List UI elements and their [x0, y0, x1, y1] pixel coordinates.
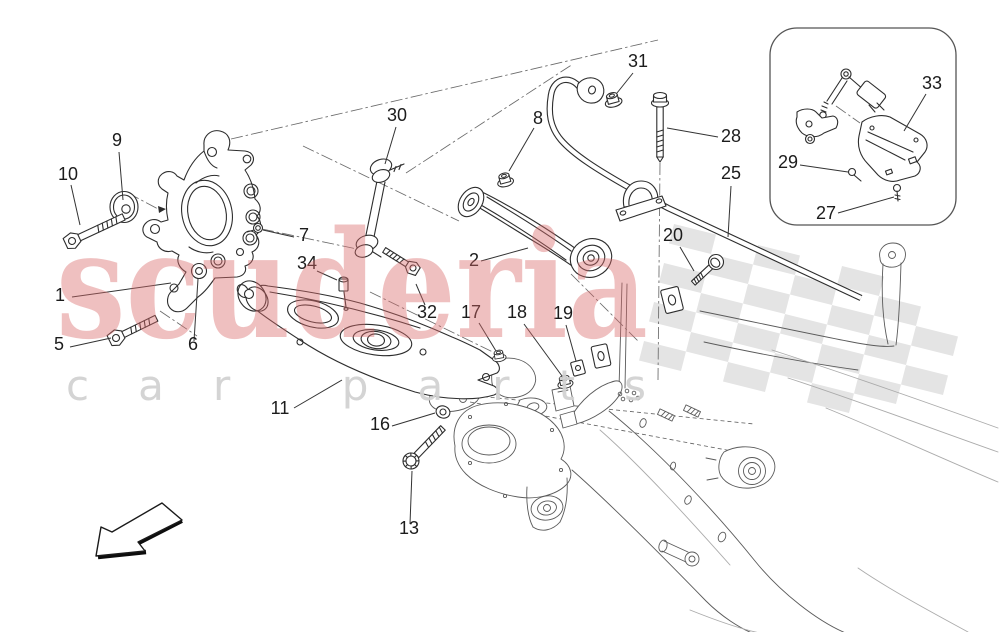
- callout-32: 32: [417, 302, 437, 322]
- leader-lines: [69, 72, 927, 525]
- bolt-20: [690, 253, 725, 286]
- callout-20: 20: [663, 225, 683, 245]
- nut-8: [497, 172, 515, 188]
- direction-arrow-icon: [95, 502, 183, 560]
- callout-2: 2: [469, 250, 479, 270]
- callout-9: 9: [112, 130, 122, 150]
- nut-31: [604, 92, 623, 108]
- washer-6: [190, 262, 208, 280]
- nut-18: [557, 374, 574, 389]
- bolt-32: [382, 247, 421, 276]
- callout-labels: 1 2 5 6 7 8 9 10 11 13 16 17 18 19 20 25…: [54, 51, 942, 538]
- checker-cell: [790, 275, 837, 305]
- square-plate-20: [660, 286, 684, 314]
- square-nut-19: [570, 359, 586, 377]
- part-bar-bushing-clamp: [615, 180, 667, 222]
- checkered-flag-pattern: [639, 224, 958, 413]
- callout-33: 33: [922, 73, 942, 93]
- square-plate-19: [590, 343, 612, 369]
- callout-1: 1: [55, 285, 65, 305]
- callout-28: 28: [721, 126, 741, 146]
- callout-6: 6: [188, 334, 198, 354]
- checker-cell: [733, 323, 780, 353]
- callout-10: 10: [58, 164, 78, 184]
- checker-cell: [864, 335, 911, 365]
- checker-cell: [827, 305, 874, 335]
- checker-cell: [780, 314, 827, 344]
- callout-34: 34: [297, 253, 317, 273]
- checker-cell: [723, 362, 770, 392]
- rear-subframe-drawing: [427, 242, 999, 632]
- callout-8: 8: [533, 108, 543, 128]
- callout-31: 31: [628, 51, 648, 71]
- bolt-7: [246, 222, 264, 234]
- checker-cell: [696, 293, 743, 323]
- watermark-tagline-text: car parts: [66, 361, 646, 410]
- part-lower-arm: [236, 280, 500, 400]
- callout-19: 19: [553, 303, 573, 323]
- callout-30: 30: [387, 105, 407, 125]
- part-upper-arm: [457, 186, 613, 278]
- bolt-13: [402, 425, 446, 470]
- checker-cell: [659, 263, 706, 293]
- checker-cell: [837, 266, 884, 296]
- sensor-inset-box: [769, 27, 957, 226]
- bolt-10: [62, 213, 126, 250]
- checker-cell: [911, 326, 958, 356]
- callout-5: 5: [54, 334, 64, 354]
- height-sensor-drawing: [795, 68, 928, 202]
- part-stabilizer-bar: [546, 76, 863, 301]
- part-stabilizer-link: [354, 158, 405, 258]
- callout-27: 27: [816, 203, 836, 223]
- checker-cell: [669, 224, 716, 254]
- callout-7: 7: [299, 225, 309, 245]
- washer-16: [435, 405, 451, 419]
- callout-13: 13: [399, 518, 419, 538]
- checker-cell: [807, 383, 854, 413]
- checker-cell: [649, 302, 696, 332]
- checker-cell: [874, 296, 921, 326]
- callout-29: 29: [778, 152, 798, 172]
- callout-16: 16: [370, 414, 390, 434]
- checker-cell: [817, 344, 864, 374]
- watermark-brand-text: scuderia: [56, 198, 648, 372]
- checker-cell: [639, 341, 686, 371]
- callout-25: 25: [721, 163, 741, 183]
- bolt-28: [650, 91, 670, 163]
- nut-17: [492, 349, 507, 363]
- bolt-5: [106, 314, 159, 347]
- part-knuckle: [142, 130, 262, 313]
- checker-cell: [743, 284, 790, 314]
- callout-11: 11: [271, 398, 290, 418]
- checker-cell: [770, 353, 817, 383]
- callout-17: 17: [461, 302, 481, 322]
- washer-9: [109, 190, 139, 224]
- checker-cell: [901, 365, 948, 395]
- callout-18: 18: [507, 302, 527, 322]
- part-34-plug: [338, 276, 349, 311]
- checker-cell: [686, 332, 733, 362]
- watermark: scuderia car parts: [56, 198, 648, 410]
- checker-cell: [854, 374, 901, 404]
